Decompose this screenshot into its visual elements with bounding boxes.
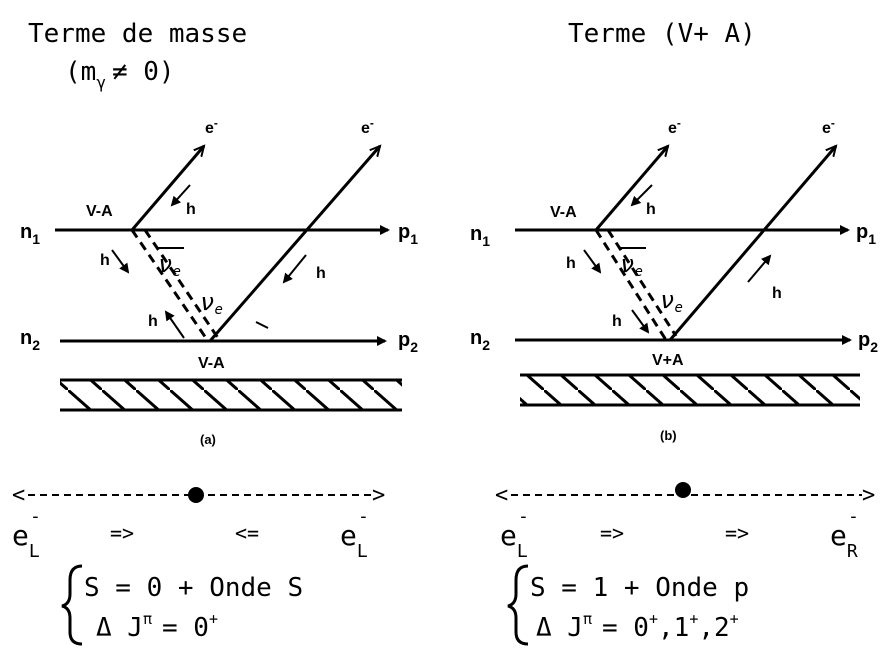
electron-left-a: eL xyxy=(12,519,40,562)
h-label-4: h xyxy=(148,313,158,330)
electron-right-a: eL xyxy=(340,519,368,562)
helicity-arrow-4 xyxy=(164,310,185,339)
caption-b: (b) xyxy=(660,428,677,443)
helicity-arrow-3-b xyxy=(583,249,602,274)
axis-left-arrow: < xyxy=(12,483,25,508)
neutrino-line-outer xyxy=(130,229,210,342)
helicity-arrow-1-b xyxy=(630,184,653,207)
h-label-3: h xyxy=(100,252,110,269)
neutrino-label: νe xyxy=(200,288,223,318)
electron-label-1-b: e- xyxy=(668,116,681,137)
p2-label: p2 xyxy=(398,329,418,355)
panel-a-title: Terme de masse xyxy=(28,19,247,49)
h-label-2-b: h xyxy=(772,285,782,302)
electron-right-a-sup: - xyxy=(358,506,369,527)
helicity-arrow-2-b xyxy=(747,254,772,283)
antineutrino-label: νe xyxy=(158,250,181,280)
n2-label: n2 xyxy=(20,327,40,353)
neutrino-label-b: νe xyxy=(660,286,683,316)
nucleus-dot-b xyxy=(675,482,691,498)
neutrino-line-outer-b xyxy=(594,229,668,341)
vertex-bottom-label: V-A xyxy=(198,355,225,372)
n1-label: n1 xyxy=(20,221,40,247)
axis-left-arrow-b: < xyxy=(495,483,508,508)
electron-right-b-sup: - xyxy=(848,506,859,527)
h-label-1: h xyxy=(186,201,196,218)
panel-a-subtitle: (mγ≠ 0) xyxy=(65,57,175,92)
electron-left-b: eL xyxy=(500,519,528,562)
panel-b-title: Terme (V+ A) xyxy=(568,19,756,49)
n2-label-b: n2 xyxy=(470,327,490,353)
equation-jpi-b: Δ Jπ= 0+,1+,2+ xyxy=(536,610,739,643)
equation-jpi-a: Δ Jπ= 0+ xyxy=(96,610,218,643)
electron-label-1: e- xyxy=(205,116,218,137)
nucleus-hatched-band xyxy=(60,378,402,412)
axis-right-arrow: > xyxy=(372,483,385,508)
vertex-top-label: V-A xyxy=(86,203,113,220)
stray-mark xyxy=(255,321,269,329)
panel-a: Terme de masse (mγ≠ 0) n1 p1 n2 p2 V-A V… xyxy=(12,19,418,646)
helicity-arrow-3 xyxy=(111,249,130,274)
electron-line-1-b xyxy=(594,146,668,231)
equation-spin-a: S = 0 + Onde S xyxy=(84,573,303,603)
antineutrino-label-b: νe xyxy=(620,250,643,280)
p1-label-b: p1 xyxy=(856,221,876,247)
electron-line-2-b xyxy=(668,146,836,341)
caption-a: (a) xyxy=(200,432,216,447)
axis-right-arrow-b: > xyxy=(862,483,875,508)
h-label-2: h xyxy=(316,265,326,282)
h-label-1-b: h xyxy=(646,201,656,218)
n1-label-b: n1 xyxy=(470,223,490,249)
electron-right-b: eR xyxy=(830,519,858,562)
helicity-arrow-left-a: <= xyxy=(235,521,259,545)
helicity-arrow-2-b-axis: => xyxy=(725,521,749,545)
neutrino-line-inner xyxy=(143,229,220,339)
brace-b xyxy=(507,564,529,646)
nucleus-dot-a xyxy=(188,487,204,503)
p1-label: p1 xyxy=(398,221,418,247)
h-label-4-b: h xyxy=(612,313,622,330)
brace-a xyxy=(61,564,83,646)
p2-label-b: p2 xyxy=(858,329,878,355)
electron-label-2: e- xyxy=(361,116,374,137)
helicity-arrow-right-a: => xyxy=(110,521,134,545)
electron-left-a-sup: - xyxy=(30,506,41,527)
vertex-bottom-label-b: V+A xyxy=(652,352,684,369)
electron-line-2 xyxy=(208,146,380,342)
electron-label-2-b: e- xyxy=(822,116,835,137)
h-label-3-b: h xyxy=(566,255,576,272)
neutrino-line-inner-b xyxy=(606,229,678,337)
equation-spin-b: S = 1 + Onde p xyxy=(530,573,749,603)
helicity-arrow-4-b xyxy=(631,309,650,334)
vertex-top-label-b: V-A xyxy=(550,204,577,221)
helicity-arrow-1 xyxy=(170,184,191,207)
nucleus-hatched-band-b xyxy=(520,373,860,407)
helicity-arrow-1-b-axis: => xyxy=(600,521,624,545)
helicity-arrow-2 xyxy=(282,254,307,284)
electron-line-1 xyxy=(130,146,204,231)
panel-b: Terme (V+ A) n1 p1 n2 p2 V-A V+A e- h e-… xyxy=(470,19,878,646)
electron-left-b-sup: - xyxy=(518,506,529,527)
